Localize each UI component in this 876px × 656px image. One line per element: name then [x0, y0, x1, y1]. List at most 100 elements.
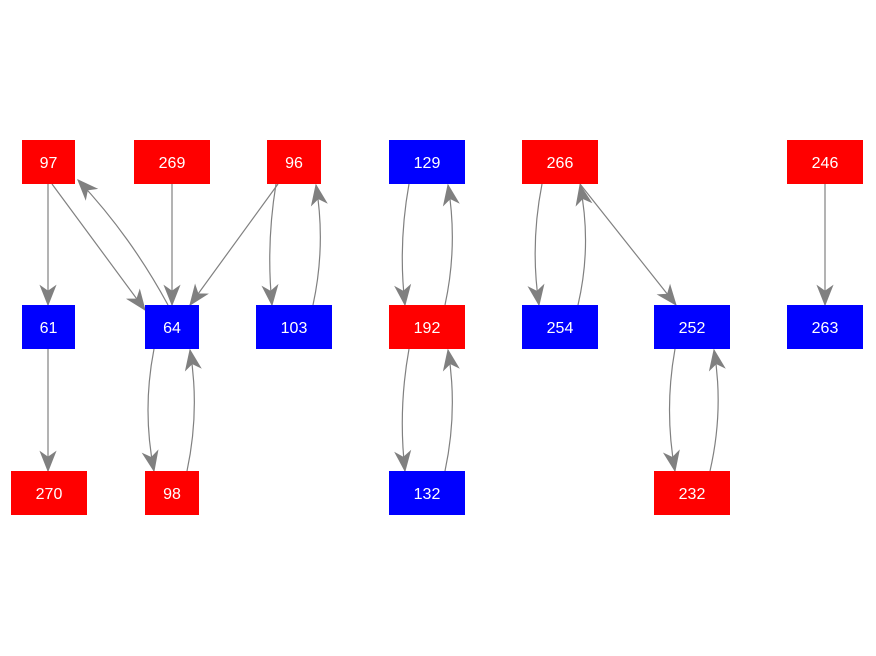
edge-line-64-to-98: [147, 348, 155, 472]
arrowhead-266-to-252: [656, 283, 677, 307]
arrowhead-269-to-64: [163, 284, 181, 307]
node-label-232: 232: [679, 486, 706, 503]
edge-line-97-to-64: [51, 183, 146, 311]
node-97: 97: [22, 140, 75, 184]
edge-266-to-254: [527, 183, 545, 307]
node-box-61: [22, 305, 75, 349]
node-box-232: [654, 471, 730, 515]
edge-line-64-to-97: [77, 179, 169, 306]
node-box-266: [522, 140, 598, 184]
edge-103-to-96: [310, 183, 328, 306]
arrowhead-266-to-254: [527, 283, 545, 307]
node-box-132: [389, 471, 465, 515]
edge-97-to-64: [51, 183, 146, 312]
arrowhead-103-to-96: [310, 183, 328, 207]
arrowhead-232-to-252: [708, 348, 726, 372]
node-266: 266: [522, 140, 598, 184]
node-232: 232: [654, 471, 730, 515]
node-box-270: [11, 471, 87, 515]
arrowhead-132-to-192: [442, 348, 460, 372]
node-132: 132: [389, 471, 465, 515]
node-label-263: 263: [812, 320, 839, 337]
edge-254-to-266: [575, 183, 593, 306]
edge-192-to-129: [442, 183, 460, 306]
edge-129-to-192: [394, 183, 412, 307]
arrowhead-97-to-64: [125, 288, 146, 312]
edge-246-to-263: [816, 184, 834, 307]
node-263: 263: [787, 305, 863, 349]
arrowhead-254-to-266: [575, 183, 593, 207]
node-label-254: 254: [547, 320, 574, 337]
edge-269-to-64: [163, 184, 181, 307]
node-label-129: 129: [414, 155, 441, 172]
node-label-97: 97: [40, 155, 58, 172]
edge-line-266-to-252: [579, 183, 677, 306]
edge-line-96-to-64: [189, 183, 279, 306]
node-label-246: 246: [812, 155, 839, 172]
edge-266-to-252: [579, 183, 677, 307]
node-label-132: 132: [414, 486, 441, 503]
node-label-96: 96: [285, 155, 303, 172]
node-label-61: 61: [40, 320, 58, 337]
node-label-103: 103: [281, 320, 308, 337]
node-box-252: [654, 305, 730, 349]
edge-61-to-270: [39, 349, 57, 473]
edge-96-to-103: [261, 183, 279, 307]
node-192: 192: [389, 305, 465, 349]
edge-232-to-252: [708, 348, 726, 472]
arrowhead-96-to-103: [261, 283, 279, 307]
node-252: 252: [654, 305, 730, 349]
edge-97-to-61: [39, 184, 57, 307]
edge-64-to-97: [77, 179, 169, 306]
node-box-98: [145, 471, 199, 515]
edge-line-252-to-232: [668, 348, 676, 472]
node-box-96: [267, 140, 321, 184]
arrowhead-64-to-97: [77, 179, 99, 201]
edge-96-to-64: [189, 183, 279, 307]
node-label-266: 266: [547, 155, 574, 172]
arrowhead-61-to-270: [39, 450, 57, 473]
node-label-252: 252: [679, 320, 706, 337]
node-label-64: 64: [163, 320, 181, 337]
node-270: 270: [11, 471, 87, 515]
arrowhead-97-to-61: [39, 284, 57, 307]
node-box-269: [134, 140, 210, 184]
node-246: 246: [787, 140, 863, 184]
edge-line-266-to-254: [534, 183, 543, 306]
node-64: 64: [145, 305, 199, 349]
edge-line-254-to-266: [577, 184, 587, 306]
node-129: 129: [389, 140, 465, 184]
arrowhead-246-to-263: [816, 284, 834, 307]
arrowhead-96-to-64: [189, 283, 209, 307]
edge-98-to-64: [184, 348, 202, 472]
arrowhead-252-to-232: [662, 449, 680, 473]
node-box-254: [522, 305, 598, 349]
edge-192-to-132: [394, 348, 412, 473]
edge-line-96-to-103: [269, 183, 277, 306]
node-box-192: [389, 305, 465, 349]
node-label-269: 269: [159, 155, 186, 172]
node-269: 269: [134, 140, 210, 184]
edge-252-to-232: [662, 348, 680, 473]
node-98: 98: [145, 471, 199, 515]
nodes-layer: 97 269 96 129 266 246 61 64 103 192 254 252 263 270 98…: [11, 140, 863, 515]
node-box-263: [787, 305, 863, 349]
edge-64-to-98: [141, 348, 159, 473]
node-box-246: [787, 140, 863, 184]
node-box-97: [22, 140, 75, 184]
arrowhead-98-to-64: [184, 348, 202, 372]
node-box-129: [389, 140, 465, 184]
node-254: 254: [522, 305, 598, 349]
edge-132-to-192: [442, 348, 460, 472]
node-label-192: 192: [414, 320, 441, 337]
node-box-103: [256, 305, 332, 349]
node-103: 103: [256, 305, 332, 349]
arrowhead-129-to-192: [394, 283, 412, 307]
node-label-98: 98: [163, 486, 181, 503]
node-label-270: 270: [36, 486, 63, 503]
arrowhead-192-to-129: [442, 183, 460, 207]
arrowhead-64-to-98: [141, 449, 159, 473]
node-96: 96: [267, 140, 321, 184]
edges-layer: [39, 179, 834, 473]
